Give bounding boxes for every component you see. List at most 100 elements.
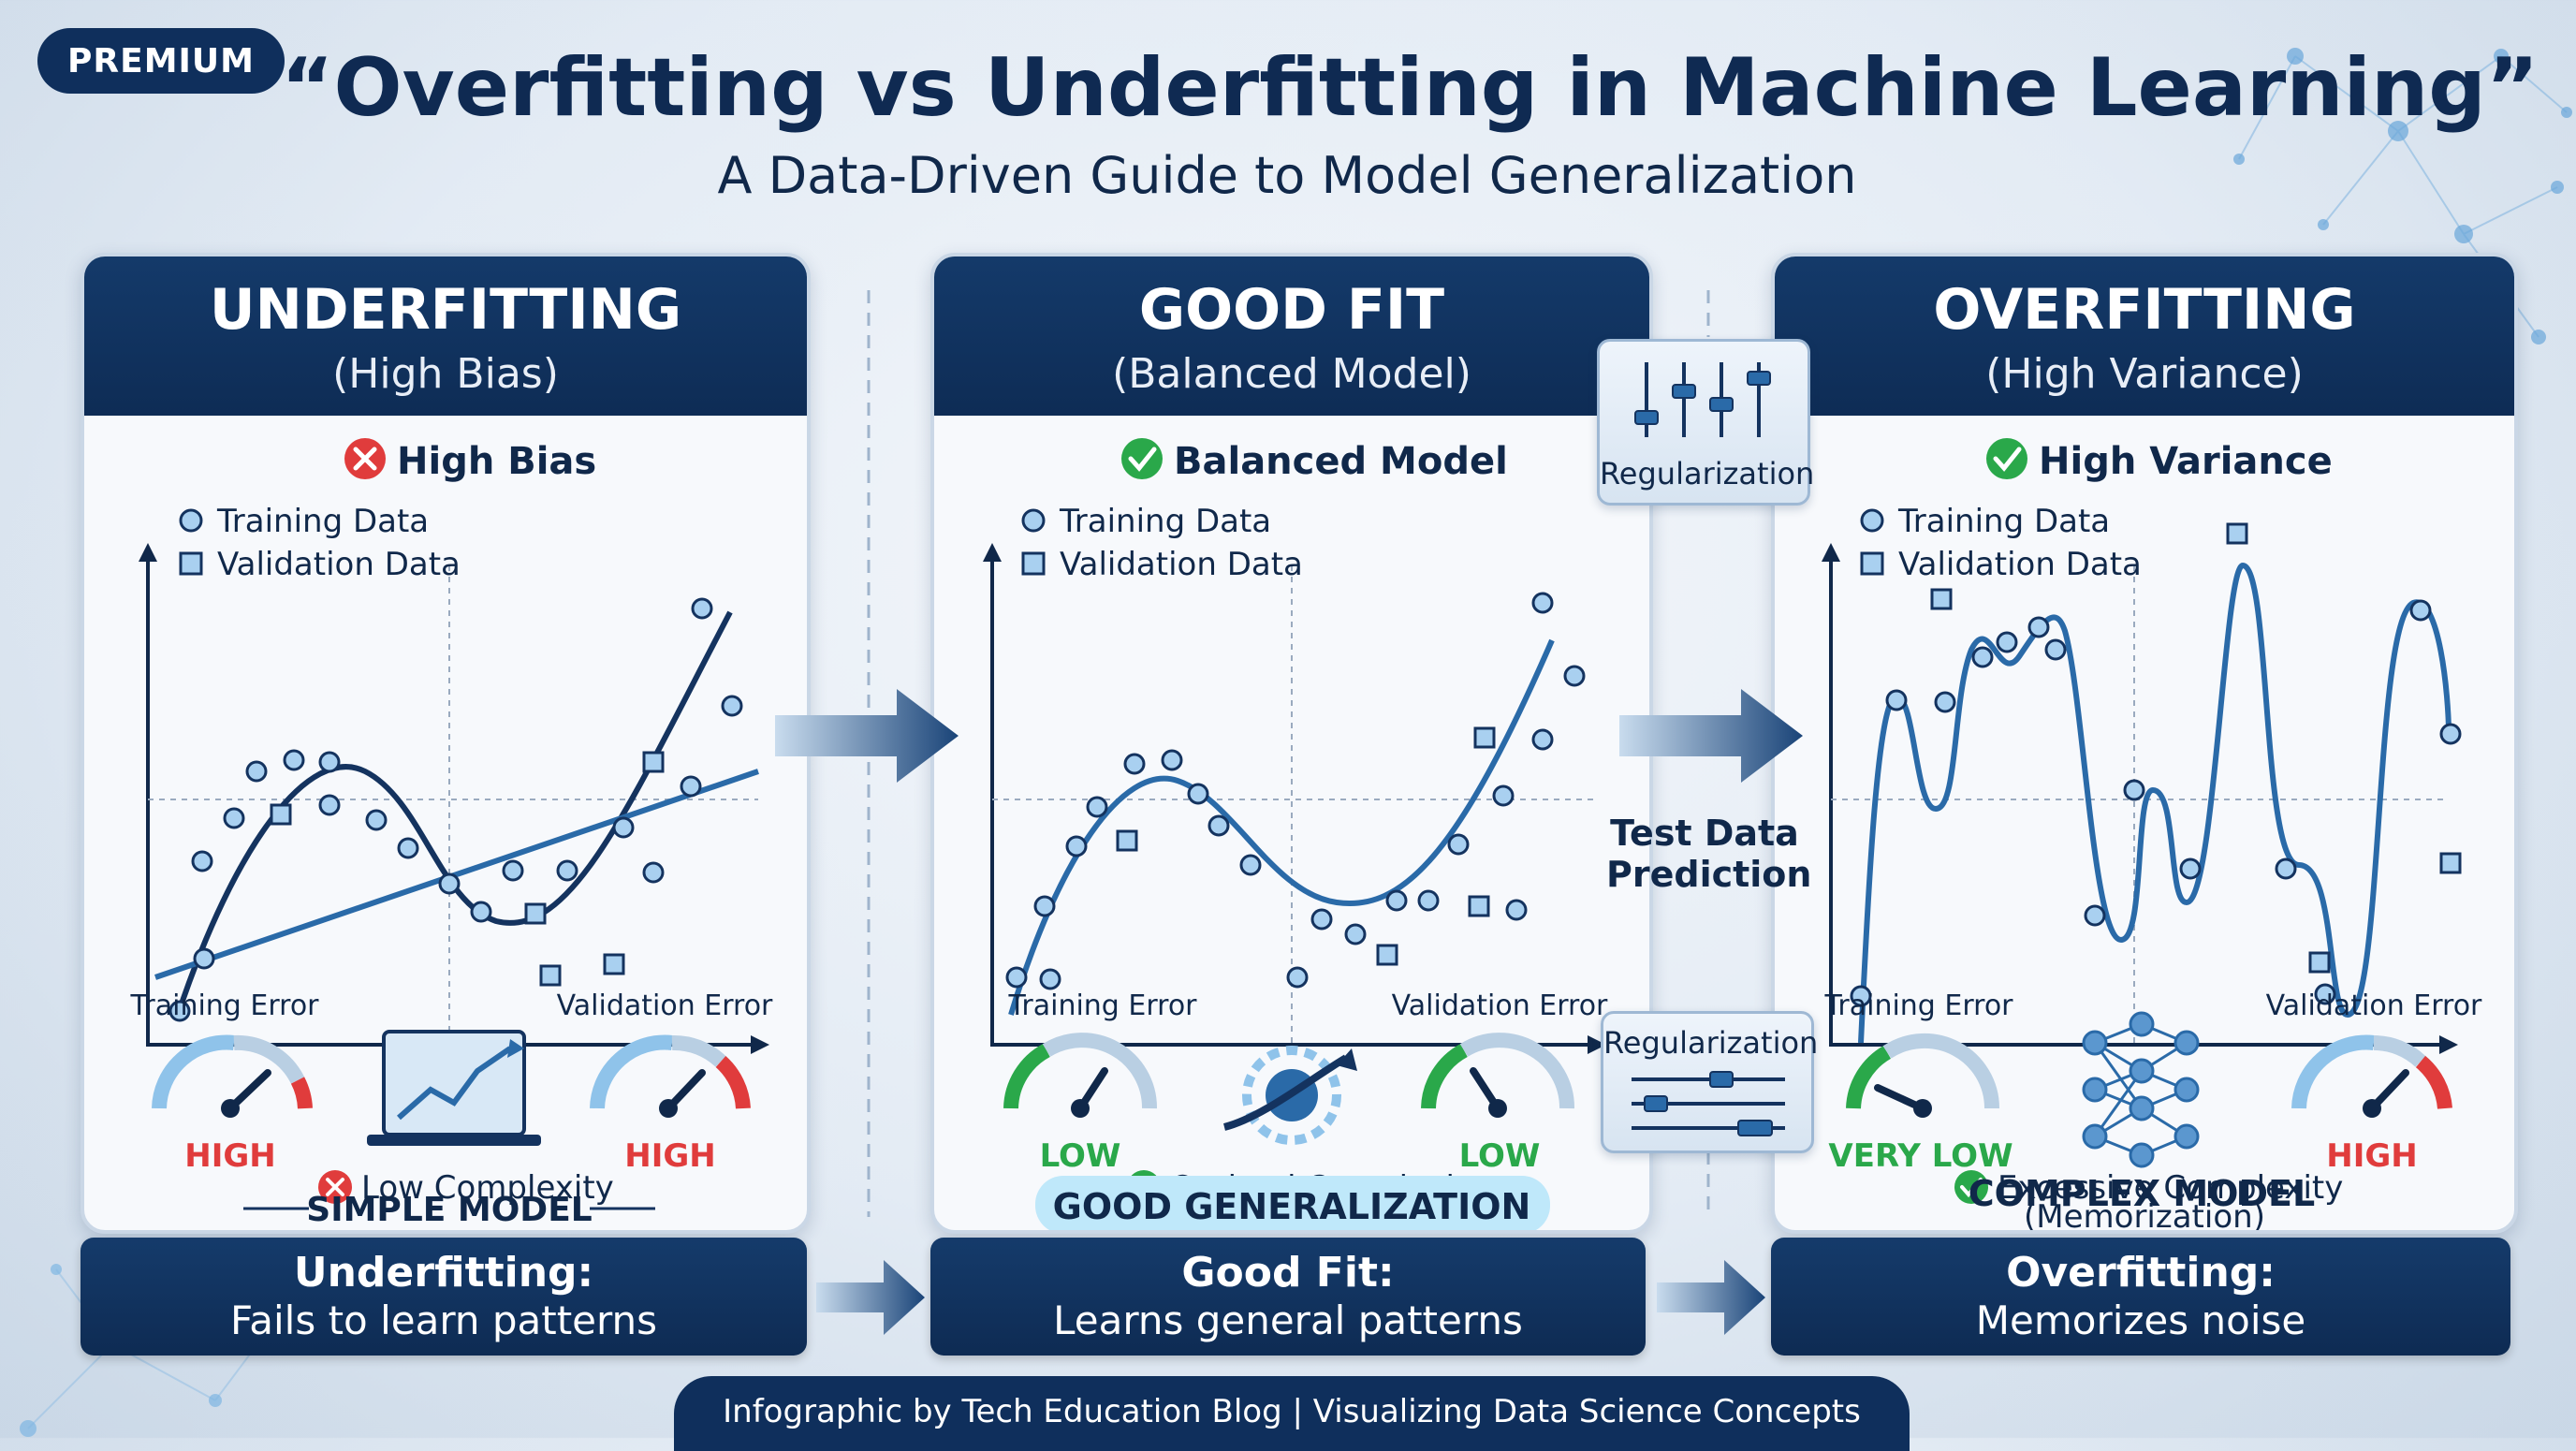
footer-subtitle: Learns general patterns: [1053, 1297, 1523, 1343]
legend-validation: Validation Data: [1898, 546, 2142, 583]
page-subtitle: A Data-Driven Guide to Model Generalizat…: [717, 146, 1857, 205]
arrow-right-icon: [775, 689, 959, 783]
validation-points: [1116, 726, 1496, 966]
regularization-label: Regularization: [1600, 456, 1815, 491]
check-circle-icon: [1954, 1170, 1988, 1204]
training-error-label: Training Error: [1007, 989, 1197, 1022]
neural-network-icon: [2082, 1011, 2200, 1168]
complexity-label: Excessive Complexity: [1998, 1169, 2343, 1207]
generalization-highlight: [1035, 1176, 1550, 1230]
slider-icon: [1634, 362, 1771, 437]
error-section: Training Error Validation Error VERY LOW…: [1823, 989, 2482, 1214]
test-prediction-label: Test Data Prediction: [1606, 813, 1812, 895]
training-error-label: Training Error: [1823, 989, 2013, 1022]
legend-square-icon: [179, 551, 203, 576]
training-error-value: HIGH: [184, 1137, 275, 1175]
model-label: SIMPLE MODEL: [306, 1191, 592, 1229]
legend-circle-icon: [1021, 508, 1046, 533]
validation-error-value: HIGH: [624, 1137, 715, 1175]
legend-circle-icon: [179, 508, 203, 533]
panel-subheading: (High Variance): [1985, 350, 2304, 398]
panel-subheading: (High Bias): [332, 350, 559, 398]
validation-error-value: HIGH: [2326, 1137, 2417, 1175]
panel-subheading: (Balanced Model): [1112, 350, 1471, 398]
footer-title: Underfitting:: [293, 1249, 594, 1297]
footer-title: Good Fit:: [1181, 1249, 1395, 1297]
arrow-right-icon: [1657, 1260, 1765, 1335]
gauge-icon: [1421, 1033, 1575, 1118]
panel-heading: GOOD FIT: [1138, 277, 1445, 343]
gauge-icon: [1846, 1033, 2000, 1118]
overfitting-panel: OVERFITTING (High Variance) High Varianc…: [1771, 253, 2518, 1234]
legend-training: Training Data: [1059, 503, 1271, 540]
underfitting-chart: High Bias Training Data Validation Data: [139, 438, 769, 1207]
model-curve: [1008, 638, 1555, 1016]
panel-header: OVERFITTING (High Variance): [1775, 256, 2514, 416]
legend-circle-icon: [1860, 508, 1884, 533]
overfitting-chart: High Variance Training Data Validation D…: [1822, 438, 2462, 1207]
gauge-icon: [2291, 1034, 2452, 1118]
underfitting-footer: Underfitting: Fails to learn patterns: [80, 1238, 807, 1356]
legend-square-icon: [1860, 551, 1884, 576]
regularization-card-bottom: Regularization: [1601, 1011, 1819, 1153]
legend-validation: Validation Data: [217, 546, 461, 583]
validation-points: [1930, 522, 2462, 974]
panel-heading: OVERFITTING: [1933, 277, 2356, 343]
footer-title: Overfitting:: [2006, 1249, 2276, 1297]
legend-training: Training Data: [1897, 503, 2110, 540]
gear-arrow-icon: [1222, 1046, 1357, 1145]
good-fit-panel: GOOD FIT (Balanced Model) Balanced Model…: [930, 253, 1653, 1234]
validation-error-label: Validation Error: [1392, 989, 1608, 1022]
status-label: High Variance: [2039, 440, 2333, 483]
premium-badge: PREMIUM: [37, 28, 285, 94]
validation-error-label: Validation Error: [2266, 989, 2482, 1022]
error-section: Training Error Validation Error LOW LOW …: [1003, 989, 1608, 1230]
validation-points: [270, 751, 665, 987]
panel-header: UNDERFITTING (High Bias): [84, 256, 807, 416]
overfitting-footer: Overfitting: Memorizes noise: [1771, 1238, 2510, 1356]
credit-banner: Infographic by Tech Education Blog | Vis…: [674, 1376, 1910, 1451]
slider-icon: [1632, 1071, 1785, 1136]
panel-header: GOOD FIT (Balanced Model): [934, 256, 1649, 416]
training-error-value: VERY LOW: [1828, 1137, 2012, 1175]
footer-subtitle: Memorizes noise: [1975, 1297, 2306, 1343]
legend-square-icon: [1021, 551, 1046, 576]
model-sublabel: (Memorization): [2024, 1198, 2265, 1234]
complexity-label: Low Complexity: [361, 1169, 614, 1207]
training-points: [1005, 592, 1586, 990]
true-curve: [175, 610, 733, 1016]
page-title: “Overfitting vs Underfitting in Machine …: [281, 41, 2539, 135]
model-label: GOOD GENERALIZATION: [1053, 1186, 1531, 1227]
overfit-curve: [1858, 562, 2452, 1044]
arrow-right-icon: [1619, 689, 1803, 783]
check-circle-icon: [1121, 438, 1163, 479]
arrow-right-icon: [816, 1260, 925, 1335]
panel-heading: UNDERFITTING: [209, 277, 682, 343]
regularization-card-top: Regularization: [1597, 339, 1815, 506]
validation-error-value: LOW: [1459, 1137, 1541, 1175]
gauge-icon: [1003, 1033, 1158, 1118]
check-circle-icon: [1986, 438, 2027, 479]
training-error-label: Training Error: [129, 989, 319, 1022]
x-circle-icon: [318, 1170, 352, 1204]
training-points: [1850, 599, 2462, 1007]
model-label: COMPLEX MODEL: [1969, 1173, 2315, 1214]
x-circle-icon: [344, 438, 386, 479]
network-background-icon: [2233, 48, 2572, 344]
laptop-chart-icon: [367, 1030, 541, 1146]
legend-validation: Validation Data: [1060, 546, 1303, 583]
validation-error-label: Validation Error: [557, 989, 773, 1022]
regularization-label: Regularization: [1603, 1025, 1819, 1061]
legend-training: Training Data: [216, 503, 429, 540]
training-points: [168, 597, 743, 1022]
training-error-value: LOW: [1040, 1137, 1121, 1175]
good-fit-footer: Good Fit: Learns general patterns: [930, 1238, 1646, 1356]
linear-fit-line: [154, 769, 759, 980]
gauge-icon: [152, 1034, 313, 1118]
status-label: High Bias: [397, 440, 596, 483]
error-section: Training Error Validation Error HIGH HIG…: [129, 989, 773, 1229]
gauge-icon: [590, 1034, 751, 1118]
footer-subtitle: Fails to learn patterns: [229, 1297, 658, 1343]
underfitting-panel: UNDERFITTING (High Bias) High Bias Train…: [80, 253, 811, 1234]
